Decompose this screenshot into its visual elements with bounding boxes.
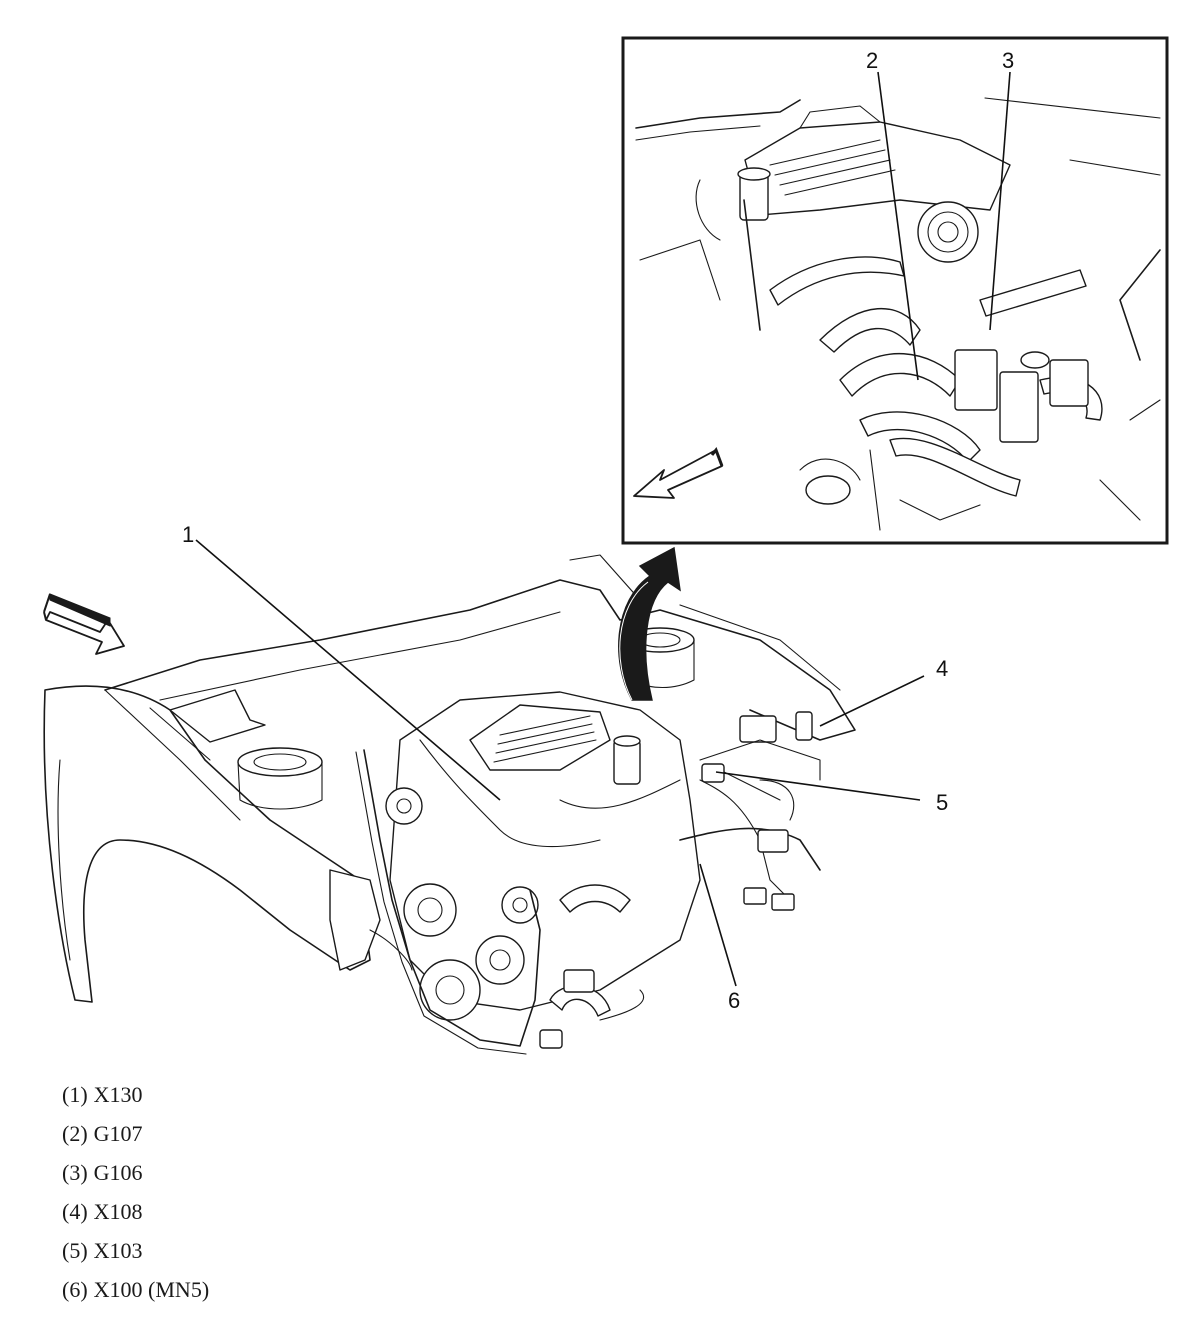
- legend-item: (2)G107: [62, 1119, 215, 1158]
- callout-1: 1: [182, 522, 194, 547]
- legend-label: X108: [93, 1199, 143, 1224]
- front-body-illustration: [329, 869, 413, 971]
- legend-number: (5): [62, 1238, 88, 1263]
- legend-list: (1)X130 (2)G107 (3)G106 (4)X108 (5)X103 …: [62, 1080, 215, 1314]
- legend-item: (3)G106: [62, 1158, 215, 1197]
- callout-5: 5: [936, 790, 948, 815]
- legend-number: (6): [62, 1277, 88, 1302]
- legend-label: G107: [93, 1121, 143, 1146]
- callout-2: 2: [866, 48, 878, 73]
- legend-number: (3): [62, 1160, 88, 1185]
- legend-label: G106: [93, 1160, 143, 1185]
- inset-engine-illustration: [635, 97, 1161, 531]
- inset-view-arrow-icon: [633, 447, 724, 499]
- hood-cowl-illustration: [104, 554, 856, 743]
- callout-6: 6: [728, 988, 740, 1013]
- legend-label: X130: [93, 1082, 143, 1107]
- legend-item: (6)X100 (MN5): [62, 1275, 215, 1314]
- legend-number: (1): [62, 1082, 88, 1107]
- legend-number: (2): [62, 1121, 88, 1146]
- direction-arrow-icon: [43, 593, 125, 655]
- legend-item: (1)X130: [62, 1080, 215, 1119]
- forward-arrow-icon: [618, 546, 681, 701]
- legend-label: X103: [93, 1238, 143, 1263]
- legend-item: (5)X103: [62, 1236, 215, 1275]
- callout-3: 3: [1002, 48, 1014, 73]
- legend-item: (4)X108: [62, 1197, 215, 1236]
- main-engine-view: 1 4 5 6: [43, 522, 948, 1055]
- engine-illustration: [355, 691, 821, 1055]
- legend-number: (4): [62, 1199, 88, 1224]
- callout-4: 4: [936, 656, 948, 681]
- legend-label: X100 (MN5): [93, 1277, 210, 1302]
- inset-detail-view: 2 3: [621, 36, 1169, 545]
- fender-illustration: [43, 685, 371, 1003]
